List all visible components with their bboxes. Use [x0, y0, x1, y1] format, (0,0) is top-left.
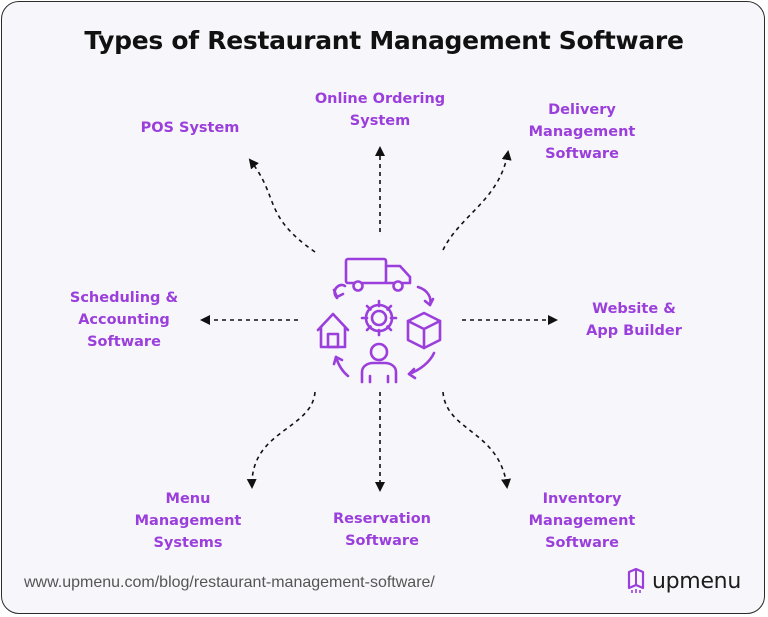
node-inventory-management: Inventory Management Software: [528, 491, 636, 551]
central-restaurant-icon: [316, 257, 442, 384]
person-icon: [360, 342, 398, 384]
node-scheduling-accounting: Scheduling & Accounting Software: [69, 290, 179, 350]
upmenu-logo-icon: [627, 568, 645, 593]
node-pos-system: POS System: [140, 120, 240, 136]
source-url: www.upmenu.com/blog/restaurant-managemen…: [24, 574, 435, 591]
brand-logo: upmenu: [626, 568, 741, 594]
node-delivery-management: Delivery Management Software: [528, 102, 636, 162]
node-reservation: Reservation Software: [332, 511, 432, 549]
house-icon: [316, 312, 350, 349]
node-website-app-builder: Website & App Builder: [586, 301, 682, 339]
node-online-ordering: Online Ordering System: [314, 91, 446, 129]
brand-name: upmenu: [652, 568, 741, 594]
arrow-pos: [248, 158, 316, 253]
arrow-inventory: [442, 391, 511, 489]
node-menu-management: Menu Management Systems: [134, 491, 242, 551]
page-title: Types of Restaurant Management Software: [84, 26, 684, 55]
truck-icon: [344, 257, 412, 292]
box-icon: [406, 311, 442, 350]
gear-icon: [360, 299, 398, 337]
arrow-delivery: [442, 150, 512, 251]
arrow-menu: [246, 391, 316, 489]
